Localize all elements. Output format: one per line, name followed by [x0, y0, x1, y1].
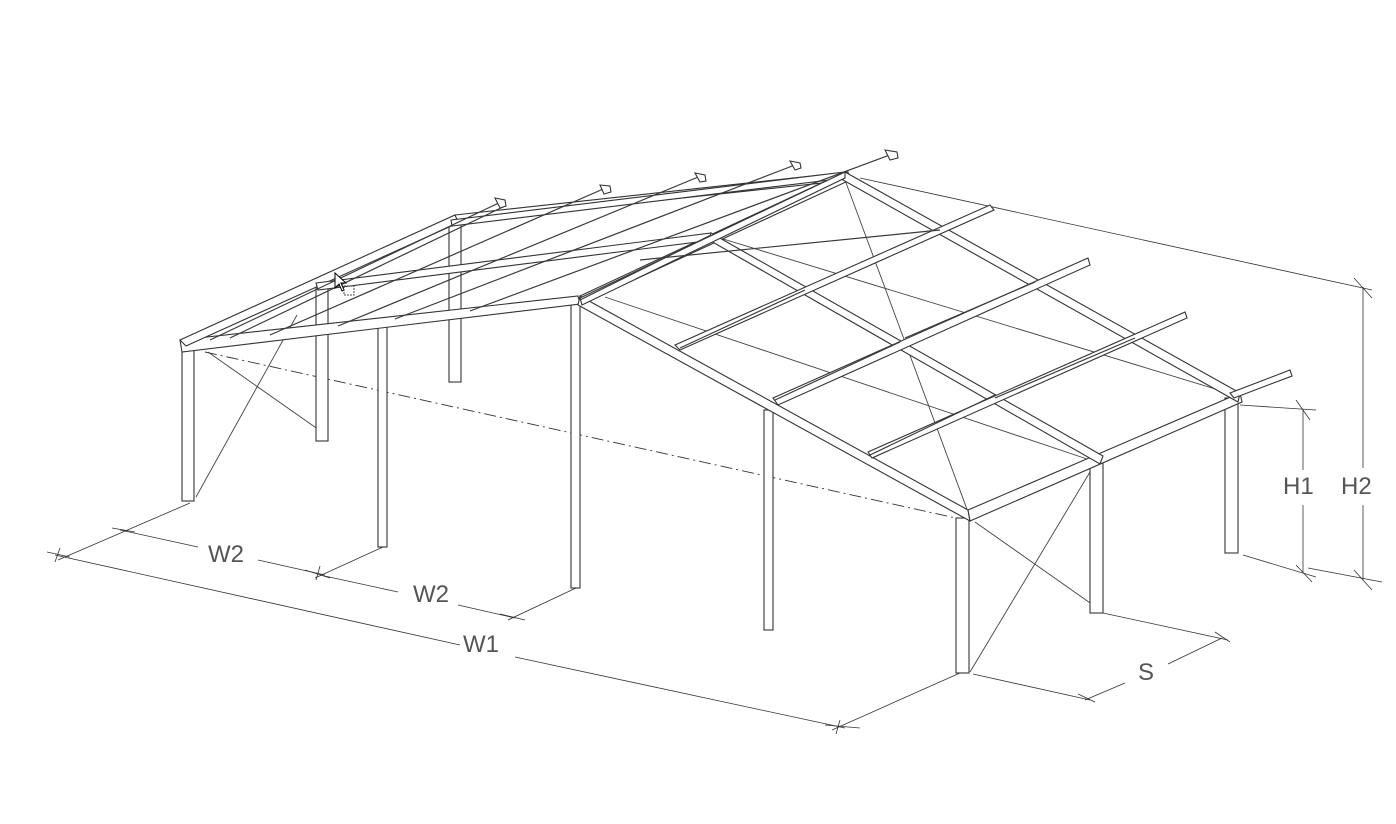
roof-frame [179, 149, 1293, 523]
front-gable-rafter [577, 295, 971, 523]
dim-w1-right [514, 656, 846, 729]
label-s: S [1138, 659, 1154, 686]
selection-box-icon [343, 285, 355, 296]
bracing [195, 179, 1236, 673]
label-w2-right: W2 [413, 581, 449, 608]
label-h1: H1 [1283, 473, 1314, 500]
column-side-mid [1089, 459, 1104, 614]
eave-centerline [204, 351, 966, 521]
mouse-pointer-icon [334, 271, 348, 292]
column-back-right [448, 221, 462, 383]
dimension-labels: W2 W2 W1 S H1 H2 [208, 473, 1372, 686]
column-front-1 [377, 324, 388, 548]
column-side-back [1224, 397, 1239, 554]
ext-w1-left [57, 502, 191, 561]
column-front-2 [570, 302, 581, 589]
side-eave-beam [967, 392, 1243, 522]
column-front-3 [763, 409, 774, 631]
label-w2-left: W2 [208, 541, 244, 568]
dimension-lines [46, 177, 1383, 735]
label-h2: H2 [1341, 473, 1372, 500]
column-back-mid [315, 284, 329, 442]
column-back-left [181, 347, 195, 502]
column-front-corner [955, 517, 970, 674]
ext-w1-right [831, 672, 961, 731]
dim-w1-left [54, 554, 461, 646]
label-w1: W1 [463, 631, 499, 658]
